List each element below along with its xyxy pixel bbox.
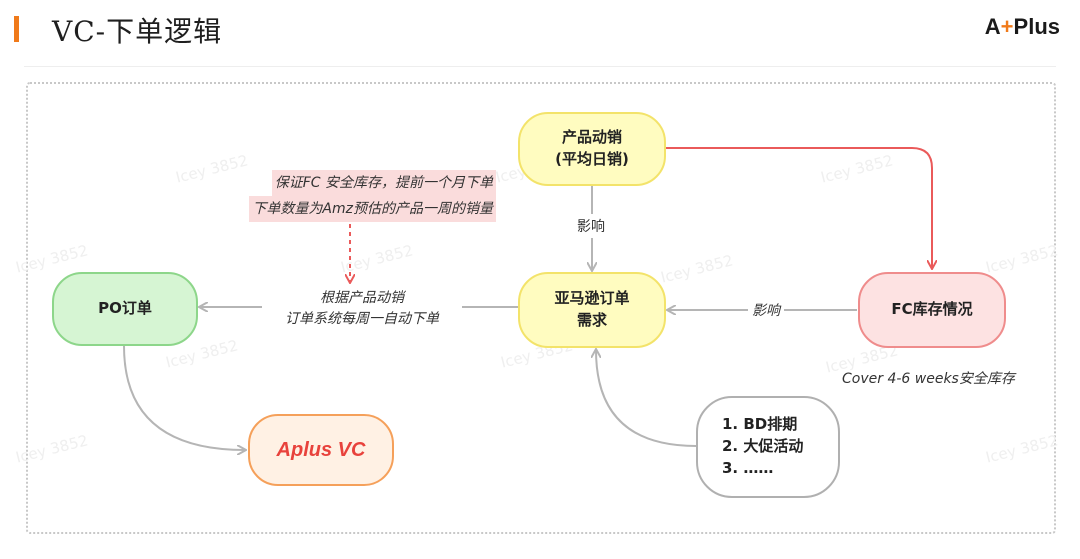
note-line2: 下单数量为Amz预估的产品一周的销量	[249, 196, 496, 222]
node-product-sales-line1: 产品动销	[561, 128, 622, 147]
label-influence-vertical: 影响	[575, 214, 607, 238]
node-fc-inventory-label: FC库存情况	[891, 300, 973, 319]
logo-suffix: Plus	[1013, 14, 1060, 39]
factor-item: 3. ……	[722, 458, 774, 477]
node-product-sales: 产品动销 (平均日销)	[518, 112, 666, 186]
node-aplus-vc: Aplus VC	[248, 414, 394, 486]
node-amazon-order-demand: 亚马逊订单需求	[518, 272, 666, 348]
arrow-factors-to-demand	[596, 350, 697, 447]
logo-plus: +	[1000, 14, 1014, 39]
logo-prefix: A	[984, 14, 1001, 39]
arrow-po-to-aplus	[123, 345, 245, 450]
factor-item: 2. 大促活动	[722, 437, 804, 456]
page-title: VC-下单逻辑	[52, 15, 223, 48]
safety-stock-note: 保证FC 安全库存，提前一个月下单 下单数量为Amz预估的产品一周的销量	[202, 170, 496, 222]
label-cover-weeks: Cover 4-6 weeks安全库存	[842, 371, 1015, 387]
node-po-order: PO订单	[52, 272, 198, 346]
node-fc-inventory: FC库存情况	[858, 272, 1006, 348]
node-factors: 1. BD排期 2. 大促活动 3. ……	[696, 396, 840, 498]
node-aplus-vc-label: Aplus VC	[276, 438, 366, 461]
node-demand-line1: 亚马逊订单	[554, 289, 630, 308]
aplus-logo: A+Plus	[985, 14, 1060, 40]
node-demand-line2: 需求	[576, 311, 607, 329]
diagram-frame	[26, 82, 1056, 534]
arrow-sales-to-fc	[666, 147, 932, 268]
label-auto-order-line2: 订单系统每周一自动下单	[285, 311, 439, 327]
label-influence-horizontal: 影响	[748, 300, 784, 320]
node-po-order-label: PO订单	[98, 299, 152, 318]
note-line1: 保证FC 安全库存，提前一个月下单	[271, 170, 496, 196]
title-accent-bar	[14, 16, 19, 42]
label-auto-order: 根据产品动销 订单系统每周一自动下单	[262, 288, 462, 330]
node-product-sales-line2: (平均日销)	[555, 150, 629, 168]
factor-item: 1. BD排期	[722, 415, 798, 434]
header-divider	[24, 66, 1056, 67]
label-auto-order-line1: 根据产品动销	[320, 290, 404, 306]
